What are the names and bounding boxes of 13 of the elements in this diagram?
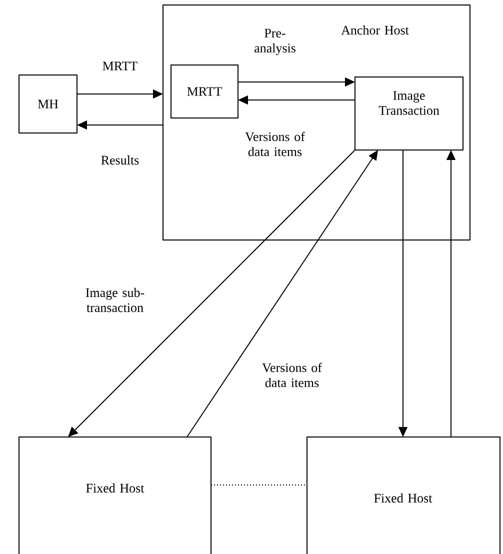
edge-label: Pre-analysis: [254, 28, 296, 56]
process-box: Image Transaction: [354, 76, 464, 150]
process-box: MRTT: [170, 64, 238, 118]
connector-line: [210, 484, 308, 486]
arrow: [68, 150, 356, 437]
edge-label: Versions of data items: [262, 362, 322, 388]
edge-label: Image sub-transaction: [86, 288, 144, 312]
host-box: Fixed Host: [18, 436, 212, 554]
edge-label: Versions of data items: [245, 132, 305, 156]
edge-label: Results: [101, 155, 139, 165]
host-box: Fixed Host: [306, 436, 500, 554]
edge-label: MRTT: [102, 62, 138, 70]
process-box: MH: [18, 74, 78, 134]
